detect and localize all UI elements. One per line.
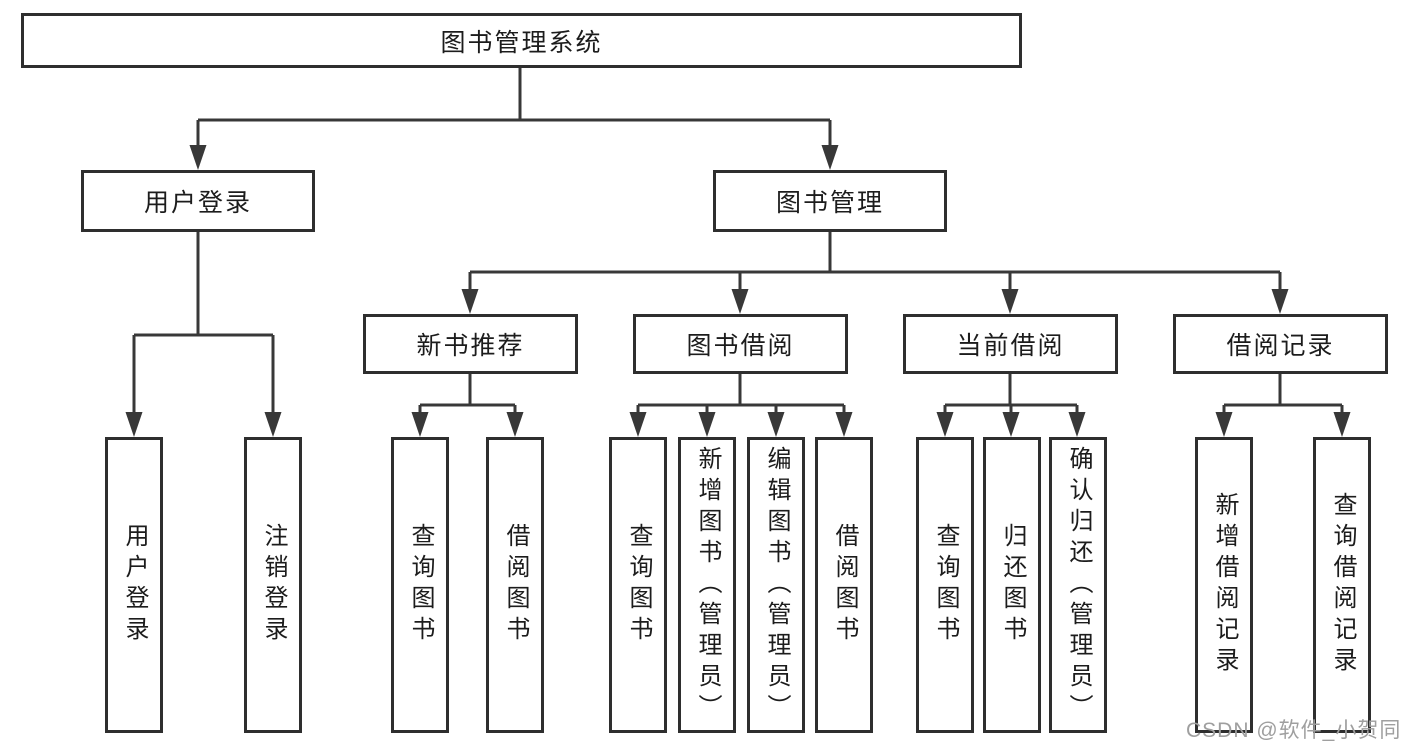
- node-user-login: 用户登录: [81, 170, 315, 232]
- connector-records-to-children: [1215, 374, 1351, 437]
- leaf-return-books: 归还图书: [983, 437, 1041, 733]
- leaf-confirm-return-admin: 确认归还（管理员）: [1049, 437, 1107, 733]
- csdn-watermark: CSDN @软件_小贺同学: [1186, 719, 1402, 742]
- leaf-recommend-borrow-books: 借阅图书: [486, 437, 544, 733]
- leaf-current-query-books: 查询图书: [916, 437, 974, 733]
- node-borrow-records: 借阅记录: [1173, 314, 1388, 374]
- connector-root-to-level2: [189, 68, 839, 170]
- connector-borrow-to-children: [629, 374, 853, 437]
- leaf-edit-books-admin: 编辑图书（管理员）: [747, 437, 805, 733]
- connector-management-to-level3: [461, 232, 1289, 314]
- node-book-borrow: 图书借阅: [633, 314, 848, 374]
- node-book-management: 图书管理: [713, 170, 947, 232]
- connector-recommend-to-children: [411, 374, 524, 437]
- node-current-borrow: 当前借阅: [903, 314, 1118, 374]
- leaf-add-borrow-record: 新增借阅记录: [1195, 437, 1253, 733]
- leaf-borrow-query-books: 查询图书: [609, 437, 667, 733]
- leaf-logout: 注销登录: [244, 437, 302, 733]
- node-new-book-recommend: 新书推荐: [363, 314, 578, 374]
- leaf-recommend-query-books: 查询图书: [391, 437, 449, 733]
- node-book-management-system: 图书管理系统: [21, 13, 1022, 68]
- connector-login-to-children: [125, 232, 282, 437]
- connector-current-to-children: [936, 374, 1086, 437]
- leaf-add-books-admin: 新增图书（管理员）: [678, 437, 736, 733]
- leaf-query-borrow-record: 查询借阅记录: [1313, 437, 1371, 733]
- leaf-borrow-books: 借阅图书: [815, 437, 873, 733]
- leaf-user-login: 用户登录: [105, 437, 163, 733]
